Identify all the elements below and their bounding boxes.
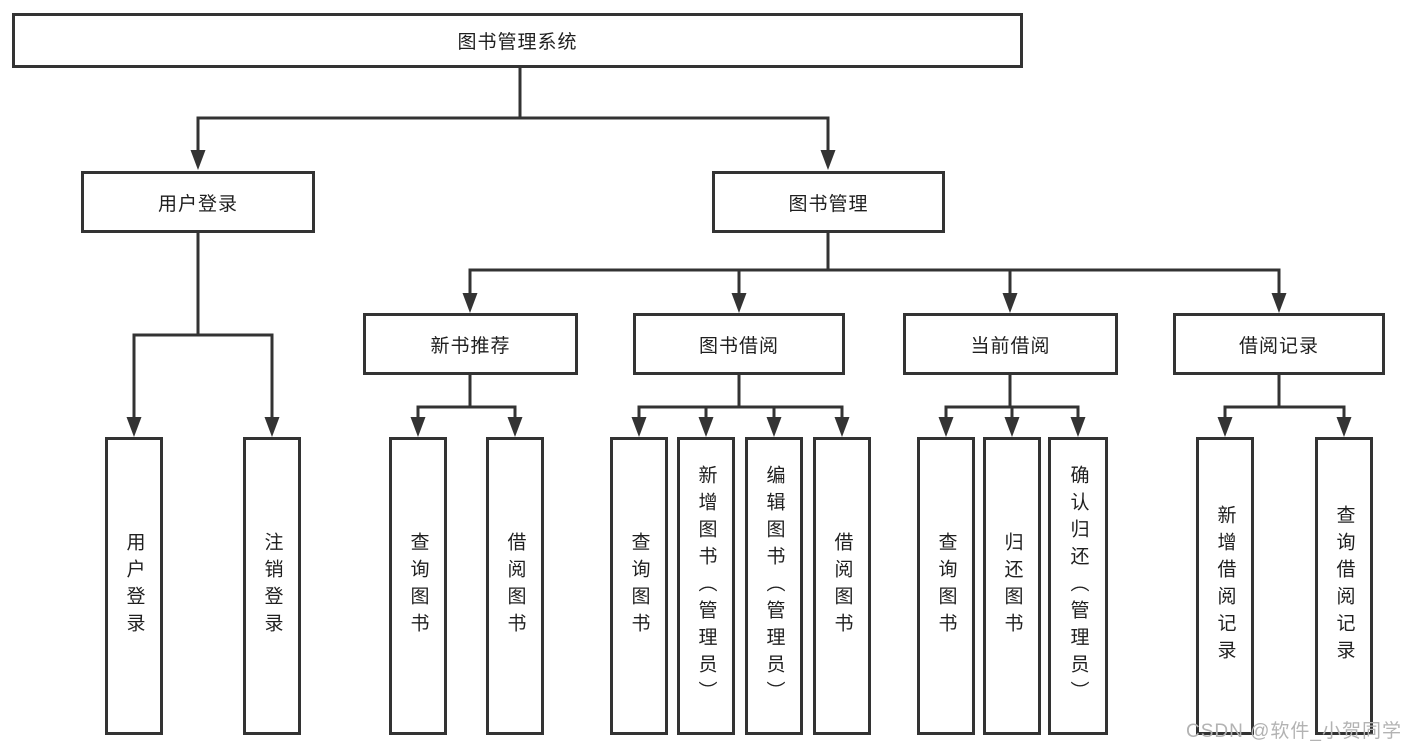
- leaf-query-book-current: 查询图书: [917, 437, 975, 735]
- leaf-user-login: 用户登录: [105, 437, 163, 735]
- leaf-query-book-borrow: 查询图书: [610, 437, 668, 735]
- node-book-borrow: 图书借阅: [633, 313, 845, 375]
- leaf-add-borrow-record-label: 新增借阅记录: [1214, 505, 1236, 667]
- leaf-add-book-admin-label: 新增图书（管理员）: [695, 464, 717, 708]
- leaf-query-book-recommend-label: 查询图书: [407, 532, 429, 640]
- node-book-borrow-label: 图书借阅: [698, 335, 779, 357]
- node-borrow-records-label: 借阅记录: [1238, 335, 1319, 357]
- leaf-return-book-label: 归还图书: [1001, 532, 1023, 640]
- node-library-system-label: 图书管理系统: [457, 32, 578, 53]
- node-user-login-label: 用户登录: [157, 193, 238, 215]
- node-library-system: 图书管理系统: [12, 13, 1023, 68]
- leaf-borrow-book-recommend: 借阅图书: [486, 437, 544, 735]
- leaf-borrow-book-label: 借阅图书: [831, 532, 853, 640]
- node-user-login: 用户登录: [81, 171, 315, 233]
- arrowheads: [126, 150, 1352, 437]
- node-new-book-recommend: 新书推荐: [363, 313, 578, 375]
- node-book-management-label: 图书管理: [788, 193, 869, 215]
- leaf-edit-book-admin-label: 编辑图书（管理员）: [763, 464, 785, 708]
- node-borrow-records: 借阅记录: [1173, 313, 1385, 375]
- node-current-borrow-label: 当前借阅: [970, 335, 1051, 357]
- leaf-add-borrow-record: 新增借阅记录: [1196, 437, 1254, 735]
- leaf-return-book: 归还图书: [983, 437, 1041, 735]
- leaf-query-book-current-label: 查询图书: [935, 532, 957, 640]
- leaf-logout-label: 注销登录: [261, 532, 283, 640]
- leaf-confirm-return-admin-label: 确认归还（管理员）: [1067, 464, 1089, 708]
- leaf-query-borrow-record: 查询借阅记录: [1315, 437, 1373, 735]
- leaf-confirm-return-admin: 确认归还（管理员）: [1048, 437, 1108, 735]
- csdn-watermark: CSDN @软件_小贺同学: [1186, 721, 1402, 742]
- leaf-add-book-admin: 新增图书（管理员）: [677, 437, 735, 735]
- leaf-borrow-book-recommend-label: 借阅图书: [504, 532, 526, 640]
- leaf-query-book-recommend: 查询图书: [389, 437, 447, 735]
- node-current-borrow: 当前借阅: [903, 313, 1118, 375]
- leaf-user-login-label: 用户登录: [123, 532, 145, 640]
- node-book-management: 图书管理: [712, 171, 945, 233]
- leaf-query-borrow-record-label: 查询借阅记录: [1333, 505, 1355, 667]
- leaf-query-book-borrow-label: 查询图书: [628, 532, 650, 640]
- leaf-edit-book-admin: 编辑图书（管理员）: [745, 437, 803, 735]
- connector-paths: [132, 67, 1346, 419]
- leaf-borrow-book: 借阅图书: [813, 437, 871, 735]
- node-new-book-recommend-label: 新书推荐: [430, 335, 511, 357]
- leaf-logout: 注销登录: [243, 437, 301, 735]
